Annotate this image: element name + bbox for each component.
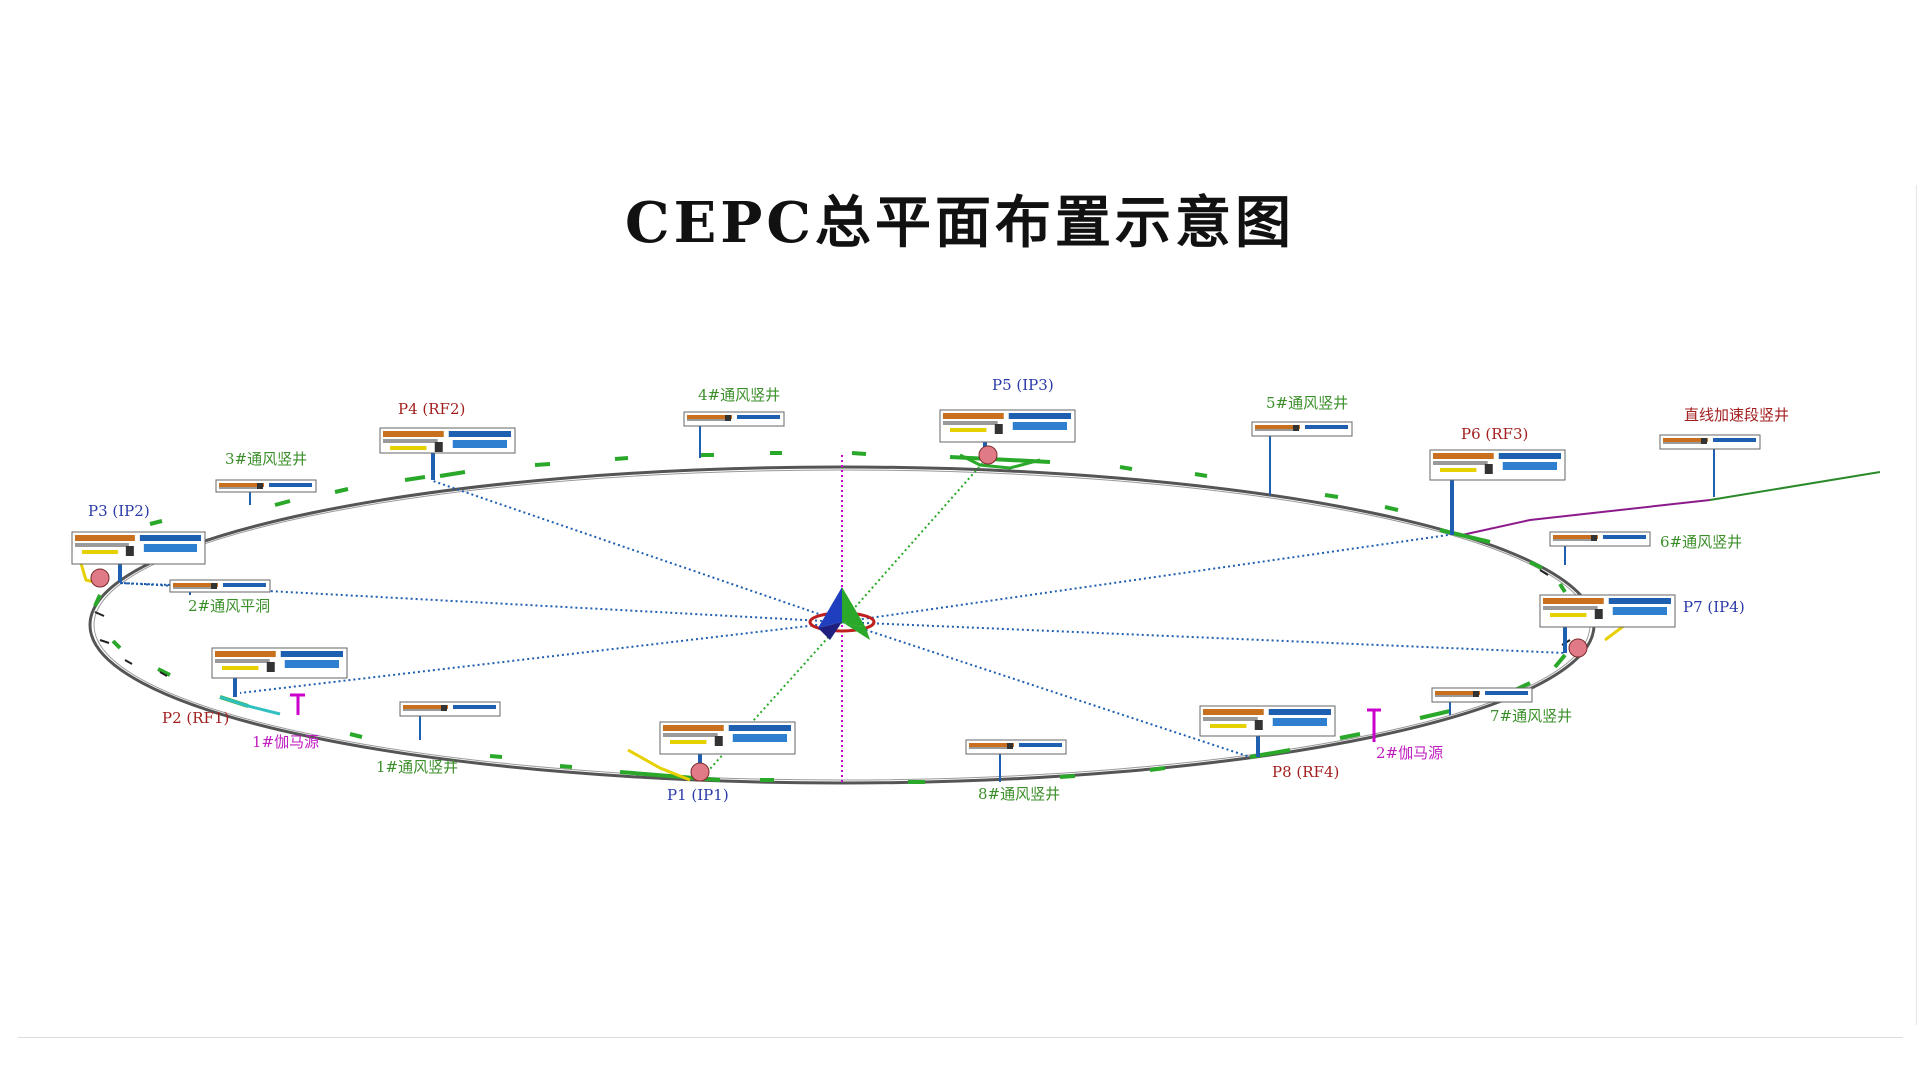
shaft-dome-4 [690,762,710,782]
radial-line-p3 [119,582,843,623]
facility-shaft4 [683,411,785,458]
label-shaft4: 4#通风竖井 [698,386,780,404]
label-p4: P4 (RF2) [398,400,465,418]
facility-shaft5 [1251,421,1353,495]
facility-shaft1 [399,701,501,740]
facility-p5 [939,409,1076,460]
gamma-source-2-marker [1367,708,1381,742]
label-tunnel2: 2#通风平洞 [188,597,270,615]
label-shaft3: 3#通风竖井 [225,450,307,468]
label-shaft5: 5#通风竖井 [1266,394,1348,412]
shaft-dome-3 [978,445,998,465]
facility-p7 [1539,594,1676,653]
facility-p8 [1199,705,1336,757]
radial-line-p5 [841,456,989,623]
p1-yellow-link [627,748,691,782]
facility-shaft7 [1431,687,1533,715]
facility-linac-shaft [1659,434,1761,450]
facility-shaft8 [965,739,1067,782]
facility-p2 [211,647,348,697]
center-axis-marker [808,587,876,640]
label-shaft8: 8#通风竖井 [978,785,1060,803]
label-gamma2: 2#伽马源 [1376,744,1443,762]
diagram-title: CEPC总平面布置示意图 [625,190,1295,256]
facility-p4 [379,427,516,480]
right-border [1916,185,1917,1025]
label-p5: P5 (IP3) [992,376,1054,394]
linac-line-green [1709,471,1881,501]
label-p6: P6 (RF3) [1461,425,1528,443]
shaft-dome-1 [90,568,110,588]
label-p3: P3 (IP2) [88,502,150,520]
label-p7: P7 (IP4) [1683,598,1745,616]
gamma-source-1-marker [290,693,305,715]
label-shaft6: 6#通风竖井 [1660,533,1742,551]
facility-shaft6 [1549,531,1651,565]
label-linac: 直线加速段竖井 [1684,406,1789,424]
facility-tunnel2 [169,579,271,595]
radial-line-p4 [432,480,843,623]
facility-p6 [1429,449,1566,535]
label-gamma1: 1#伽马源 [252,733,319,751]
adit-line [119,582,261,591]
label-p8: P8 (RF4) [1272,763,1339,781]
radial-line-p7 [841,621,1566,654]
p2-cyan-link [219,695,281,716]
radial-line-p2 [239,621,843,694]
shaft-dome-2 [1568,638,1588,658]
radial-line-p1 [699,621,843,781]
facility-p3 [71,531,206,582]
radial-line-p8 [841,621,1251,758]
diagram-labels: P1 (IP1) P2 (RF1) P3 (IP2) P4 (RF2) P5 (… [88,376,1789,804]
p5-green-link [959,453,1041,470]
radial-line-p6 [841,534,1449,623]
label-p2: P2 (RF1) [162,709,229,727]
label-shaft7: 7#通风竖井 [1490,707,1572,725]
facility-blocks [71,409,1761,782]
label-p1: P1 (IP1) [667,786,729,804]
bottom-border [18,1037,1903,1038]
facility-shaft3 [215,479,317,505]
label-shaft1: 1#通风竖井 [376,758,458,776]
linac-line-purple [1461,499,1711,536]
facility-p1 [659,721,796,775]
